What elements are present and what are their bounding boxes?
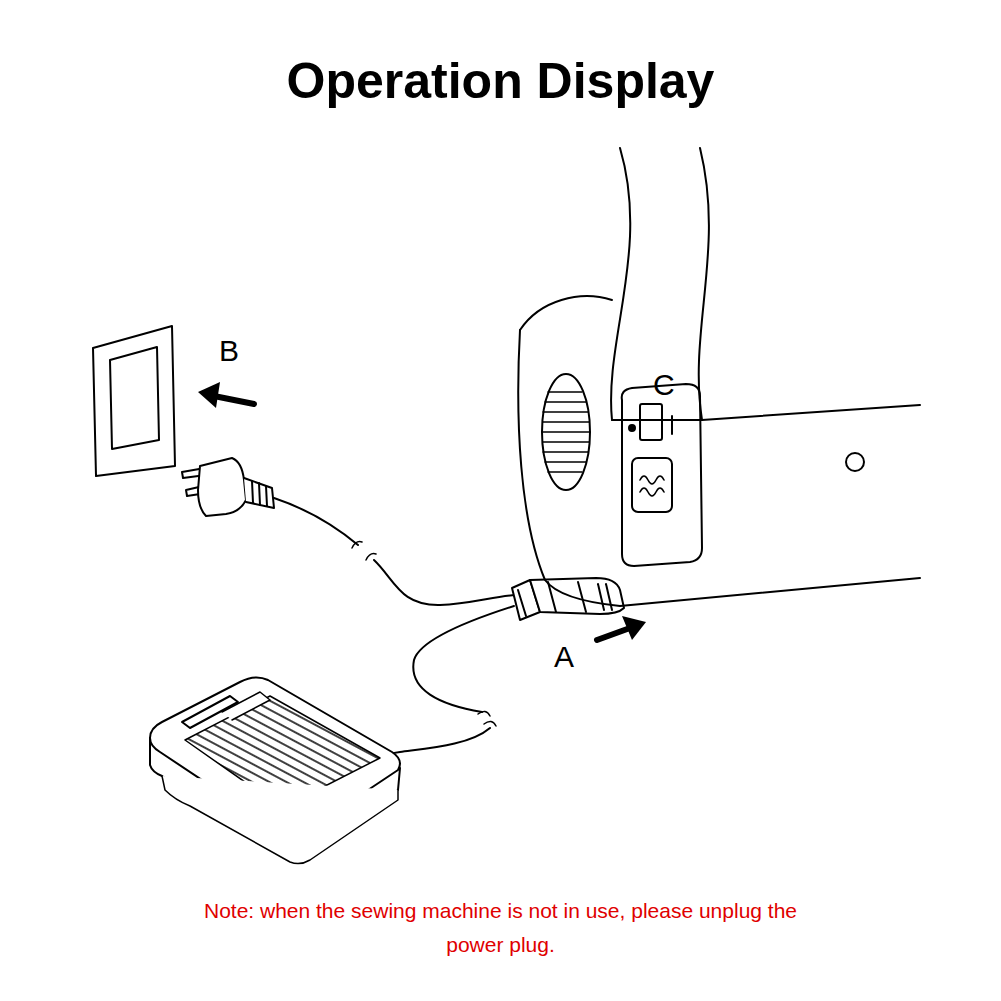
power-cord	[374, 560, 516, 605]
arrow-a	[597, 616, 646, 640]
arrow-b	[198, 382, 254, 408]
wall-plate	[93, 326, 175, 476]
switch-panel	[622, 384, 702, 566]
power-cord	[274, 498, 358, 545]
foot-pedal	[150, 677, 400, 863]
vent	[542, 374, 590, 490]
machine-connector	[512, 578, 624, 620]
callout-letter: B	[219, 334, 239, 368]
callout-letter: A	[554, 640, 574, 674]
title: Operation Display	[0, 52, 1001, 110]
cord-break	[478, 711, 496, 726]
pedal-cord	[413, 606, 514, 712]
sewing-machine	[518, 148, 920, 606]
note: Note: when the sewing machine is not in …	[200, 894, 801, 962]
callout-letter: C	[653, 368, 675, 402]
power-switch	[640, 404, 662, 440]
power-plug	[182, 458, 274, 516]
wall-plate-inner	[110, 347, 159, 449]
power-socket	[632, 458, 672, 512]
cord-break	[352, 542, 376, 560]
